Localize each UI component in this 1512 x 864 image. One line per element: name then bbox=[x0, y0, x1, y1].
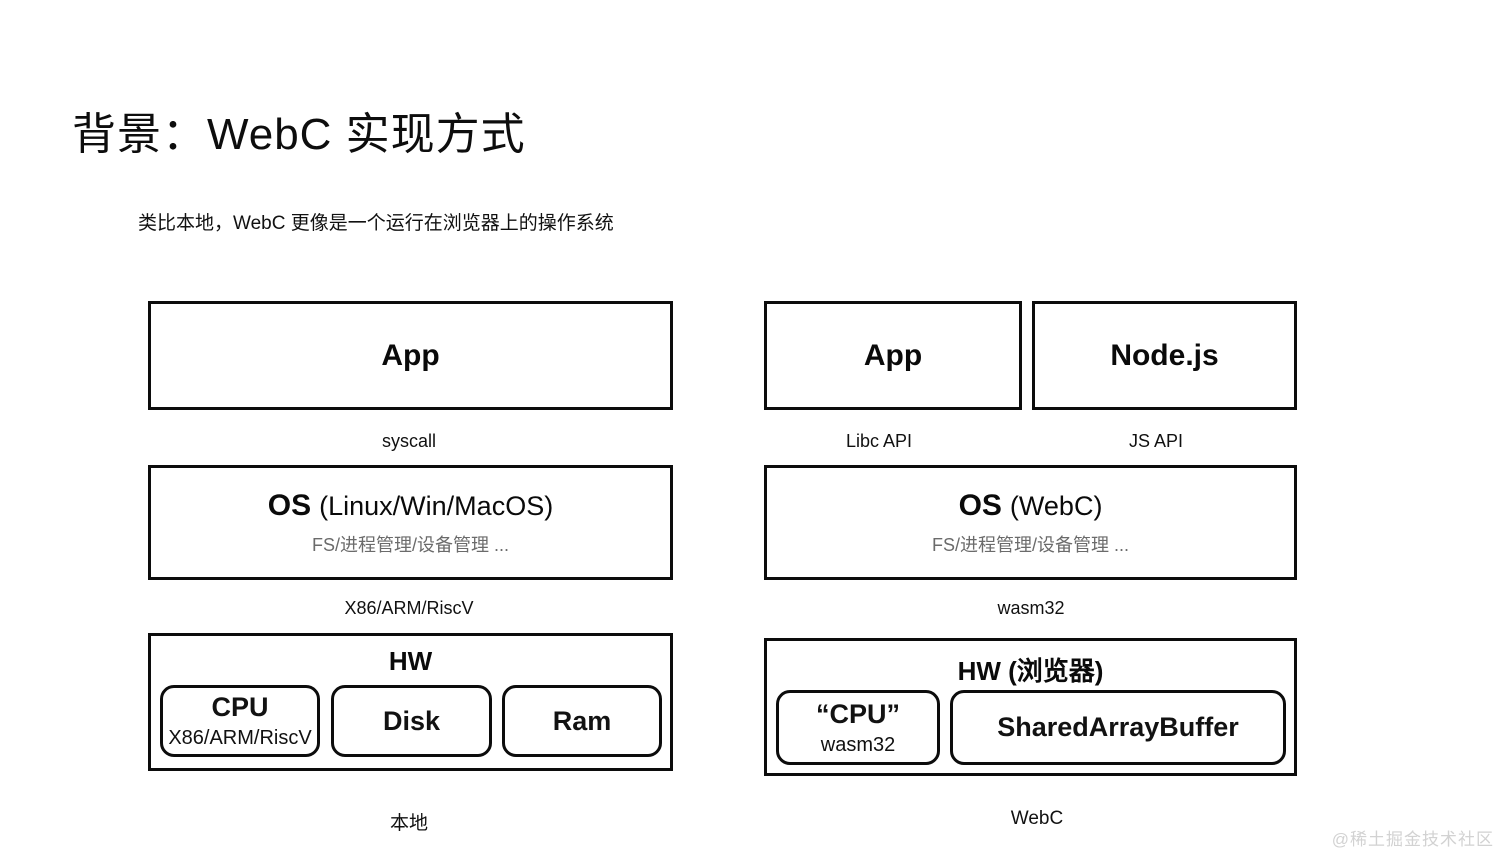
left-syscall-label: syscall bbox=[381, 431, 437, 451]
right-node-title: Node.js bbox=[1110, 339, 1219, 372]
right-os-title-main: OS bbox=[958, 488, 1002, 522]
left-os-title: OS(Linux/Win/MacOS) bbox=[268, 489, 553, 522]
right-js-api-label: JS API bbox=[1128, 431, 1184, 451]
right-libc-api-label: Libc API bbox=[845, 431, 913, 451]
left-cpu-title: CPU bbox=[211, 692, 269, 722]
right-cpu-subtitle: wasm32 bbox=[820, 733, 896, 756]
left-os-title-main: OS bbox=[267, 488, 312, 522]
right-node-box: Node.js bbox=[1032, 301, 1297, 410]
right-os-title-paren: (WebC) bbox=[1009, 490, 1103, 521]
right-os-title: OS(WebC) bbox=[959, 489, 1103, 522]
left-app-box: App bbox=[148, 301, 673, 410]
right-sharedarraybuffer-title: SharedArrayBuffer bbox=[997, 712, 1239, 742]
left-disk-title: Disk bbox=[382, 705, 441, 736]
right-hw-chip-cpu: “CPU” wasm32 bbox=[776, 690, 940, 765]
right-os-subtitle: FS/进程管理/设备管理 ... bbox=[931, 534, 1129, 555]
left-os-box: OS(Linux/Win/MacOS) FS/进程管理/设备管理 ... bbox=[148, 465, 673, 580]
page-title: 背景：WebC 实现方式 bbox=[72, 110, 526, 159]
right-hw-heading: HW (浏览器) bbox=[957, 656, 1104, 686]
right-wasm32-label: wasm32 bbox=[997, 598, 1065, 618]
left-cpu-subtitle: X86/ARM/RiscV bbox=[168, 727, 312, 749]
left-hw-chip-ram: Ram bbox=[502, 685, 662, 757]
left-ram-title: Ram bbox=[552, 705, 612, 736]
right-app-title: App bbox=[863, 339, 923, 372]
watermark: @稀土掘金技术社区 bbox=[1331, 830, 1494, 849]
left-hw-chip-disk: Disk bbox=[331, 685, 492, 757]
left-app-title: App bbox=[381, 339, 440, 372]
page-subtitle: 类比本地，WebC 更像是一个运行在浏览器上的操作系统 bbox=[138, 213, 614, 234]
right-cpu-title: “CPU” bbox=[815, 698, 900, 729]
left-hw-chip-cpu: CPU X86/ARM/RiscV bbox=[160, 685, 320, 757]
right-app-box: App bbox=[764, 301, 1022, 410]
right-column-caption: WebC bbox=[1010, 808, 1064, 829]
left-hw-heading: HW bbox=[388, 646, 433, 676]
right-hw-chip-sharedarraybuffer: SharedArrayBuffer bbox=[950, 690, 1286, 765]
right-os-box: OS(WebC) FS/进程管理/设备管理 ... bbox=[764, 465, 1297, 580]
left-os-subtitle: FS/进程管理/设备管理 ... bbox=[311, 534, 509, 555]
left-column-caption: 本地 bbox=[389, 813, 429, 834]
left-isa-label: X86/ARM/RiscV bbox=[344, 598, 474, 618]
left-os-title-paren: (Linux/Win/MacOS) bbox=[319, 490, 554, 521]
